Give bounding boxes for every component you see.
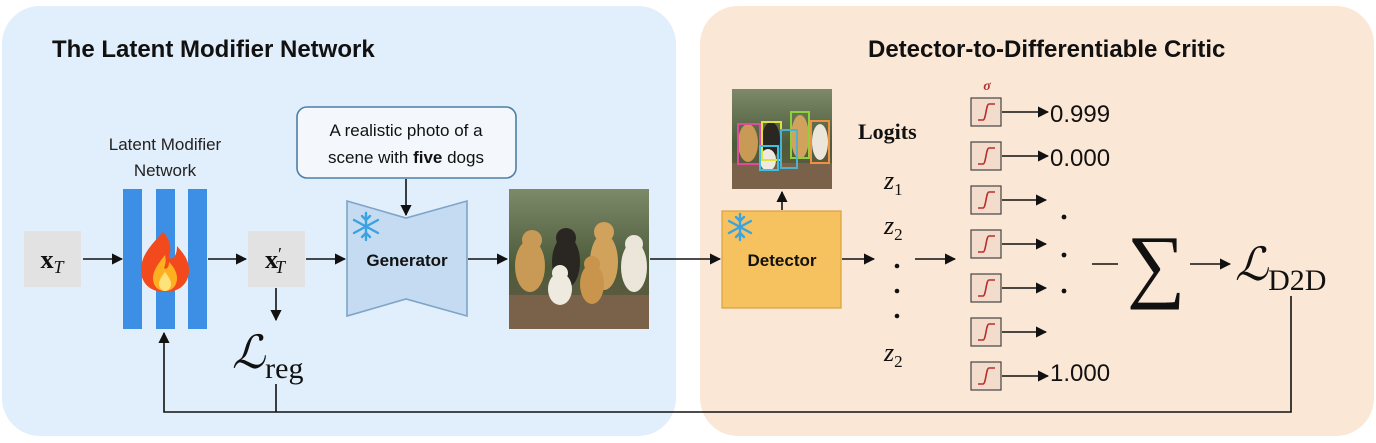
d2d-loss-label: ℒD2D	[1235, 239, 1326, 297]
network-layer-bar	[123, 189, 142, 329]
sigmoid-curve-icon	[978, 191, 995, 209]
logits-heading: Logits	[858, 119, 917, 144]
sigmoid-box	[970, 97, 1002, 127]
generator-label: Generator	[366, 251, 448, 270]
logit-zlast: z2	[883, 338, 903, 371]
sigmoid-curve-icon	[978, 279, 995, 297]
ellipsis-dot	[894, 263, 900, 269]
sigma-label: σ	[983, 79, 991, 94]
sigmoid-curve-icon	[978, 147, 995, 165]
left-panel-title: The Latent Modifier Network	[52, 36, 375, 63]
generator-shape	[346, 199, 468, 318]
generated-dog-image	[509, 189, 649, 329]
sigmoid-output-2: 0.000	[1050, 145, 1110, 172]
reg-loss-label: ℒreg	[232, 327, 303, 385]
sigmoid-curve-icon	[978, 367, 995, 385]
input-latent-label: xT	[40, 245, 65, 277]
right-panel	[700, 6, 1374, 436]
ellipsis-dot	[1061, 252, 1067, 258]
snowflake-icon	[352, 211, 380, 242]
sigmoid-column	[970, 97, 1050, 391]
ellipsis-dot	[894, 288, 900, 294]
network-layer-bar	[188, 189, 207, 329]
network-label-line2: Network	[134, 161, 197, 180]
ellipsis-dot	[1061, 288, 1067, 294]
sigmoid-curve-icon	[978, 323, 995, 341]
gradient-feedback-arrow	[158, 296, 1292, 413]
sigmoid-curve-icon	[978, 103, 995, 121]
modified-latent-box	[248, 231, 305, 287]
sigmoid-output-last: 1.000	[1050, 360, 1110, 387]
logit-z2: z2	[883, 211, 903, 244]
input-latent-box	[24, 231, 81, 287]
snowflake-icon	[727, 212, 753, 242]
prompt-box	[296, 106, 517, 179]
logit-z1: z1	[883, 166, 903, 199]
prompt-line2: scene with five dogs	[328, 148, 484, 167]
network-label-line1: Latent Modifier	[109, 135, 222, 154]
ellipsis-dot	[894, 313, 900, 319]
sigmoid-output-1: 0.999	[1050, 101, 1110, 128]
fire-icon	[141, 232, 189, 292]
detector-label: Detector	[748, 251, 817, 270]
ellipsis-dot	[1061, 214, 1067, 220]
prompt-line1: A realistic photo of a	[329, 121, 483, 140]
right-panel-title: Detector-to-Differentiable Critic	[868, 36, 1225, 63]
sum-symbol: ∑	[1127, 219, 1185, 310]
modified-latent-label: x′T	[265, 244, 287, 277]
sigmoid-curve-icon	[978, 235, 995, 253]
detection-result-image	[732, 89, 832, 189]
